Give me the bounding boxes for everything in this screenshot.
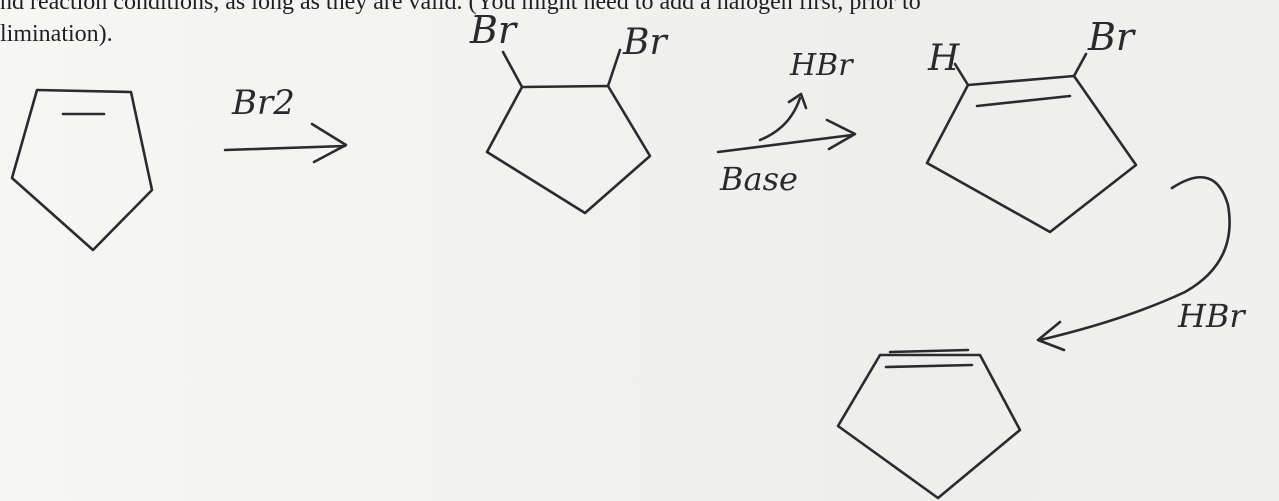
problem-instructions: nd reaction conditions, as long as they … [0, 0, 921, 50]
cyclopentyne-structure [836, 348, 1022, 500]
vinyl-h-label: H [928, 38, 960, 79]
cyclopentene-structure [10, 88, 154, 252]
dibromide-br-right-label: Br [623, 22, 667, 63]
instruction-line-1: nd reaction conditions, as long as they … [0, 0, 921, 15]
reaction-arrow-3 [1036, 175, 1231, 352]
dibromocyclopentane-structure [485, 48, 652, 215]
reaction-arrow-2 [716, 92, 857, 154]
elimination-base-label: Base [720, 160, 798, 198]
reagent-br2-label: Br2 [232, 83, 295, 123]
reaction-arrow-1 [223, 122, 348, 164]
elimination-hbr-label: HBr [790, 48, 853, 83]
second-hbr-label: HBr [1178, 297, 1245, 335]
instruction-line-2: limination). [0, 21, 113, 47]
vinyl-br-label: Br [1088, 15, 1135, 59]
dibromide-br-left-label: Br [470, 8, 517, 52]
bromocyclopentene-structure [925, 52, 1138, 234]
